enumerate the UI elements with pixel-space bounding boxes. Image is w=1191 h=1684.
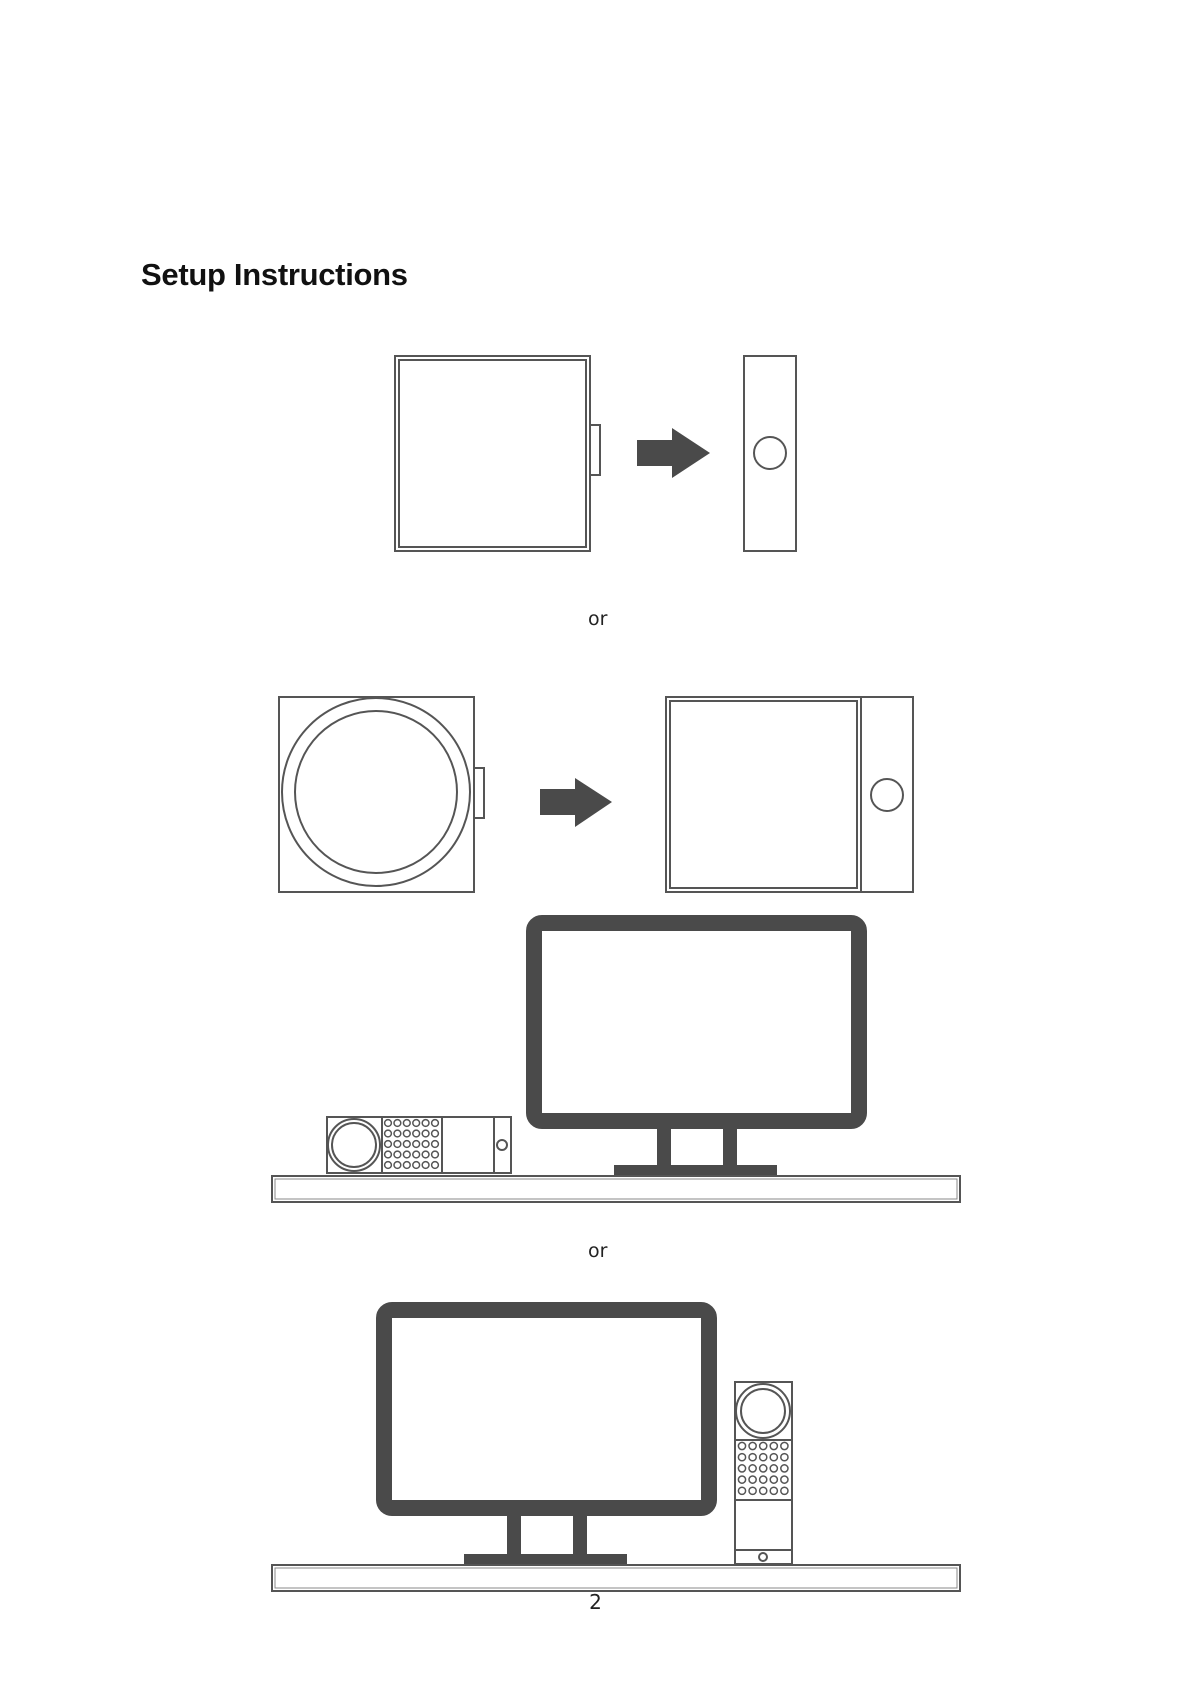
monitor-neck-left [507,1511,521,1555]
monitor-base [464,1554,627,1564]
grille-dot [422,1120,429,1127]
speaker-grille [738,1442,788,1494]
grille-dot [749,1465,756,1472]
grille-dot [385,1162,392,1169]
grille-dot [394,1120,401,1127]
or-label-2: or [588,1240,607,1262]
shelf-inner [275,1568,957,1588]
grille-dot [770,1442,777,1449]
grille-dot [403,1162,410,1169]
grille-dot [432,1162,439,1169]
device-square-inner [399,360,586,547]
device-bar-vertical [744,356,796,551]
grille-dot [432,1151,439,1158]
device-combined-square [666,697,861,892]
grille-dot [738,1487,745,1494]
monitor-icon [384,1310,709,1508]
grille-dot [403,1151,410,1158]
figure-rotate-horizontal [279,697,913,892]
grille-dot [413,1151,420,1158]
grille-dot [781,1442,788,1449]
grille-dot [770,1465,777,1472]
grille-dot [770,1487,777,1494]
arrow-right-icon [540,778,612,827]
grille-dot [403,1130,410,1137]
page-number: 2 [0,1590,1191,1614]
device-round-tab [474,768,484,818]
grille-dot [738,1465,745,1472]
grille-dot [385,1120,392,1127]
device-combined-bar [861,697,913,892]
figure-monitor-horizontal [272,923,960,1202]
grille-dot [749,1476,756,1483]
device-round-outer [282,698,470,886]
monitor-base [614,1165,777,1175]
figure-rotate-vertical [395,356,796,551]
device-square-front [395,356,590,551]
grille-dot [738,1442,745,1449]
speaker-grille [385,1120,439,1169]
grille-dot [394,1141,401,1148]
grille-dot [432,1141,439,1148]
shelf [272,1565,960,1591]
grille-dot [781,1465,788,1472]
grille-dot [432,1120,439,1127]
grille-dot [413,1120,420,1127]
grille-dot [760,1476,767,1483]
grille-dot [760,1442,767,1449]
grille-dot [781,1487,788,1494]
grille-dot [770,1476,777,1483]
device-combined-inner [670,701,857,888]
grille-dot [781,1476,788,1483]
grille-dot [760,1454,767,1461]
grille-dot [749,1487,756,1494]
grille-dot [749,1454,756,1461]
grille-dot [394,1130,401,1137]
grille-dot [385,1130,392,1137]
grille-dot [422,1141,429,1148]
device-bar-icon [735,1382,792,1564]
grille-dot [738,1476,745,1483]
monitor-neck-right [573,1511,587,1555]
or-label-1: or [588,608,607,630]
grille-dot [770,1454,777,1461]
monitor-neck-right [723,1124,737,1166]
monitor-neck-left [657,1124,671,1166]
grille-dot [385,1141,392,1148]
grille-dot [385,1151,392,1158]
grille-dot [738,1454,745,1461]
device-combined-lens [871,779,903,811]
shelf [272,1176,960,1202]
grille-dot [413,1162,420,1169]
figure-monitor-vertical [272,1310,960,1591]
grille-dot [403,1141,410,1148]
device-side-tab [590,425,600,475]
monitor-icon [534,923,859,1121]
grille-dot [422,1130,429,1137]
grille-dot [760,1465,767,1472]
grille-dot [749,1442,756,1449]
device-round-inner [295,711,457,873]
grille-dot [422,1151,429,1158]
device-bar-lens [754,437,786,469]
grille-dot [781,1454,788,1461]
grille-dot [432,1130,439,1137]
shelf-inner [275,1179,957,1199]
grille-dot [403,1120,410,1127]
grille-dot [422,1162,429,1169]
grille-dot [394,1162,401,1169]
arrow-right-icon [637,428,710,478]
grille-dot [760,1487,767,1494]
grille-dot [413,1130,420,1137]
grille-dot [394,1151,401,1158]
grille-dot [413,1141,420,1148]
